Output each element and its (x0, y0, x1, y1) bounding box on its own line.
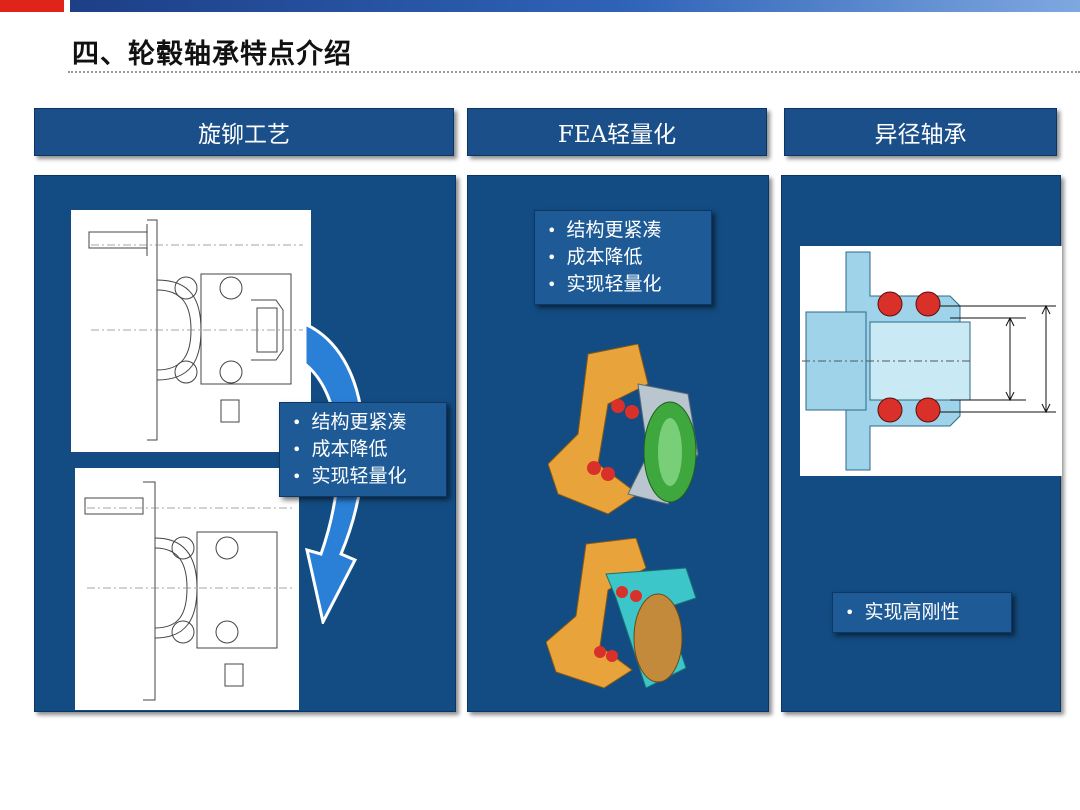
bullet-item: 实现高刚性 (845, 599, 1001, 626)
title-divider (68, 71, 1080, 73)
page-title: 四、轮毂轴承特点介绍 (72, 39, 352, 70)
bearing-drawing-before-svg (88, 219, 303, 441)
topbar-accent-red (0, 0, 64, 12)
column-header-riveting: 旋铆工艺 (34, 108, 454, 156)
bearing-section-diagram (800, 246, 1062, 476)
fea-model-top (548, 344, 699, 515)
fea-model-bottom (546, 538, 697, 689)
bearing-drawing-before (71, 210, 311, 452)
panel-bearing: 实现高刚性 (781, 175, 1062, 712)
bullet-item: 成本降低 (547, 244, 701, 271)
bullet-item: 实现轻量化 (292, 463, 436, 490)
bullet-item: 实现轻量化 (547, 271, 701, 298)
column-header-fea: FEA轻量化 (467, 108, 767, 156)
bearing-drawing-after (75, 468, 299, 710)
panel-riveting: 结构更紧凑 成本降低 实现轻量化 (34, 175, 456, 712)
bullet-box-riveting: 结构更紧凑 成本降低 实现轻量化 (279, 402, 447, 497)
bullet-box-bearing: 实现高刚性 (832, 592, 1012, 633)
panel-fea: 结构更紧凑 成本降低 实现轻量化 (467, 175, 769, 712)
bullet-item: 结构更紧凑 (547, 217, 701, 244)
bearing-drawing-after-svg (84, 481, 293, 701)
column-header-bearing: 异径轴承 (784, 108, 1057, 156)
bullet-item: 成本降低 (292, 436, 436, 463)
bullet-box-fea: 结构更紧凑 成本降低 实现轻量化 (534, 210, 712, 305)
topbar-accent-blue (70, 0, 1080, 12)
bullet-item: 结构更紧凑 (292, 409, 436, 436)
